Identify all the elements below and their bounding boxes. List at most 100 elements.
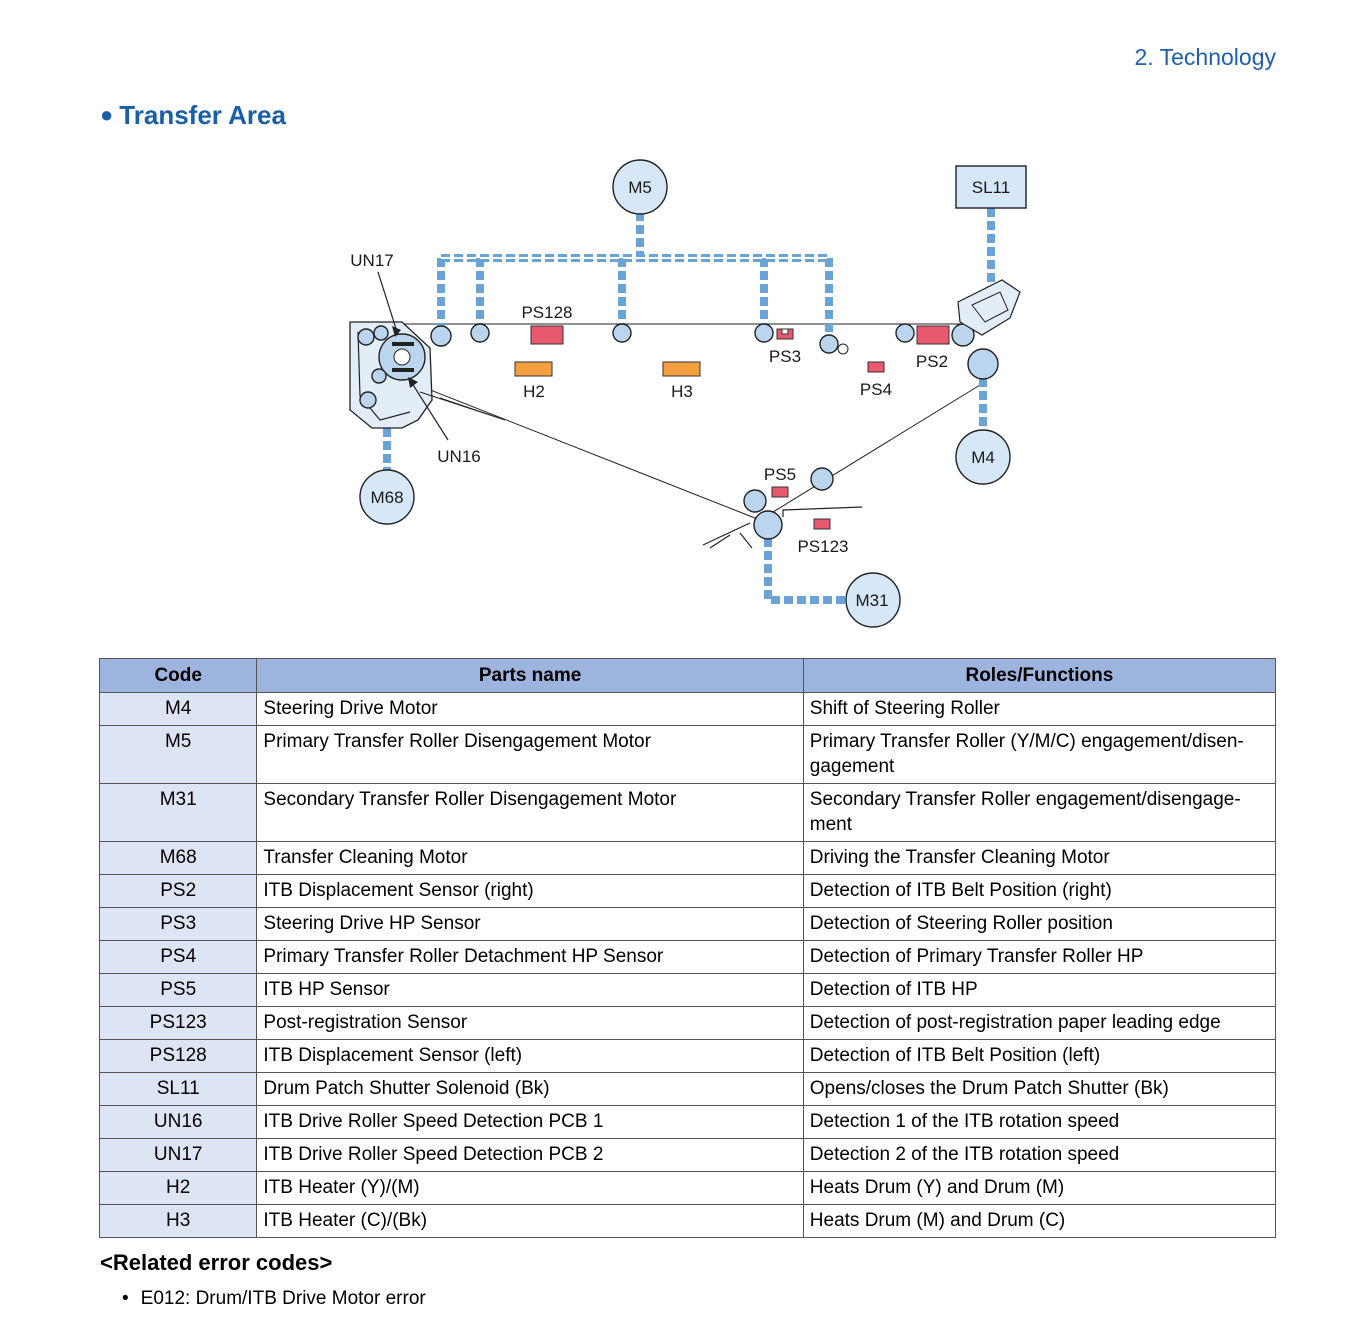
ps2-sensor xyxy=(916,325,950,345)
parts-name-cell: Secondary Transfer Roller Disengagement … xyxy=(256,783,804,842)
m31-motor xyxy=(845,572,901,628)
label-ps123: PS123 xyxy=(797,537,848,556)
secondary-transfer-roller xyxy=(753,510,783,540)
section-header: 2. Technology xyxy=(1134,44,1276,70)
role-cell: Detection of ITB Belt Position (right) xyxy=(802,874,1277,908)
parts-name-cell: Steering Drive HP Sensor xyxy=(256,907,804,941)
code-cell: PS4 xyxy=(98,940,258,974)
m31-drive-line xyxy=(764,538,846,604)
parts-name-cell: Transfer Cleaning Motor xyxy=(256,841,804,875)
roller-ps5 xyxy=(743,489,767,513)
role-cell: Heats Drum (Y) and Drum (M) xyxy=(802,1171,1277,1205)
paper-guide-left xyxy=(702,522,753,549)
label-ps128: PS128 xyxy=(521,303,572,322)
label-ps5: PS5 xyxy=(764,465,796,484)
h3-heater xyxy=(662,361,701,377)
header-code: Code xyxy=(98,658,258,693)
role-cell: Opens/closes the Drum Patch Shutter (Bk) xyxy=(802,1072,1277,1106)
code-cell: SL11 xyxy=(98,1072,258,1106)
label-ps3: PS3 xyxy=(769,347,801,366)
label-sl11: SL11 xyxy=(972,178,1010,197)
code-cell: H3 xyxy=(98,1204,258,1238)
ps4-sensor xyxy=(867,361,885,373)
parts-name-cell: ITB Displacement Sensor (right) xyxy=(256,874,804,908)
parts-name-cell: ITB Heater (Y)/(M) xyxy=(256,1171,804,1205)
code-cell: M5 xyxy=(98,725,258,784)
sl11-solenoid xyxy=(955,165,1027,209)
header-roles: Roles/Functions xyxy=(802,658,1277,693)
related-error-codes-title: <Related error codes> xyxy=(100,1250,333,1275)
role-cell: Detection 1 of the ITB rotation speed xyxy=(802,1105,1277,1139)
un17-pointer xyxy=(377,271,399,336)
belt-lower-left-line xyxy=(399,377,761,521)
roller-bottom-right xyxy=(810,467,834,491)
page-title-text: Transfer Area xyxy=(119,100,286,130)
m68-motor xyxy=(359,469,415,525)
paper-guide xyxy=(782,506,863,517)
role-cell: Primary Transfer Roller (Y/M/C) engageme… xyxy=(802,725,1277,784)
ps128-sensor xyxy=(530,325,564,345)
code-cell: UN17 xyxy=(98,1138,258,1172)
cleaning-unit xyxy=(349,321,506,429)
parts-name-cell: ITB Heater (C)/(Bk) xyxy=(256,1204,804,1238)
parts-name-cell: ITB Drive Roller Speed Detection PCB 2 xyxy=(256,1138,804,1172)
code-cell: H2 xyxy=(98,1171,258,1205)
error-code-list: E012: Drum/ITB Drive Motor error xyxy=(122,1288,426,1310)
parts-name-cell: Primary Transfer Roller Detachment HP Se… xyxy=(256,940,804,974)
h2-heater xyxy=(514,361,553,377)
parts-name-cell: ITB Drive Roller Speed Detection PCB 1 xyxy=(256,1105,804,1139)
cam-icon xyxy=(837,343,849,355)
roller-m xyxy=(754,323,774,343)
label-m4: M4 xyxy=(971,448,995,467)
page-title: ●Transfer Area xyxy=(100,100,286,131)
roller-2 xyxy=(470,323,490,343)
roller-c xyxy=(819,334,839,354)
roller-ps2 xyxy=(895,323,915,343)
code-cell: PS128 xyxy=(98,1039,258,1073)
ps5-sensor xyxy=(771,486,789,498)
label-un17: UN17 xyxy=(350,251,393,270)
role-cell: Shift of Steering Roller xyxy=(802,692,1277,726)
label-m68: M68 xyxy=(370,488,403,507)
label-ps4: PS4 xyxy=(860,380,892,399)
label-m31: M31 xyxy=(855,591,888,610)
role-cell: Driving the Transfer Cleaning Motor xyxy=(802,841,1277,875)
parts-name-cell: Post-registration Sensor xyxy=(256,1006,804,1040)
code-cell: PS5 xyxy=(98,973,258,1007)
label-un16: UN16 xyxy=(437,447,480,466)
role-cell: Detection of Steering Roller position xyxy=(802,907,1277,941)
label-h3: H3 xyxy=(671,382,693,401)
belt-lower-right-line xyxy=(759,384,981,521)
m5-drive-train xyxy=(437,212,833,344)
role-cell: Detection of post-registration paper lea… xyxy=(802,1006,1277,1040)
role-cell: Detection of Primary Transfer Roller HP xyxy=(802,940,1277,974)
label-h2: H2 xyxy=(523,382,545,401)
parts-name-cell: Primary Transfer Roller Disengagement Mo… xyxy=(256,725,804,784)
ps3-sensor xyxy=(776,328,794,340)
table-header-row: Code Parts name Roles/Functions xyxy=(98,658,1277,693)
transfer-area-diagram: .drv { fill:none; stroke:#6aa3d8; stroke… xyxy=(349,159,1027,628)
role-cell: Detection 2 of the ITB rotation speed xyxy=(802,1138,1277,1172)
role-cell: Secondary Transfer Roller engagement/dis… xyxy=(802,783,1277,842)
parts-name-cell: Steering Drive Motor xyxy=(256,692,804,726)
code-cell: PS3 xyxy=(98,907,258,941)
role-cell: Detection of ITB Belt Position (left) xyxy=(802,1039,1277,1073)
un16-pointer xyxy=(409,379,449,441)
error-code-item: E012: Drum/ITB Drive Motor error xyxy=(122,1288,426,1310)
parts-name-cell: ITB Displacement Sensor (left) xyxy=(256,1039,804,1073)
role-cell: Heats Drum (M) and Drum (C) xyxy=(802,1204,1277,1238)
label-m5: M5 xyxy=(628,178,652,197)
